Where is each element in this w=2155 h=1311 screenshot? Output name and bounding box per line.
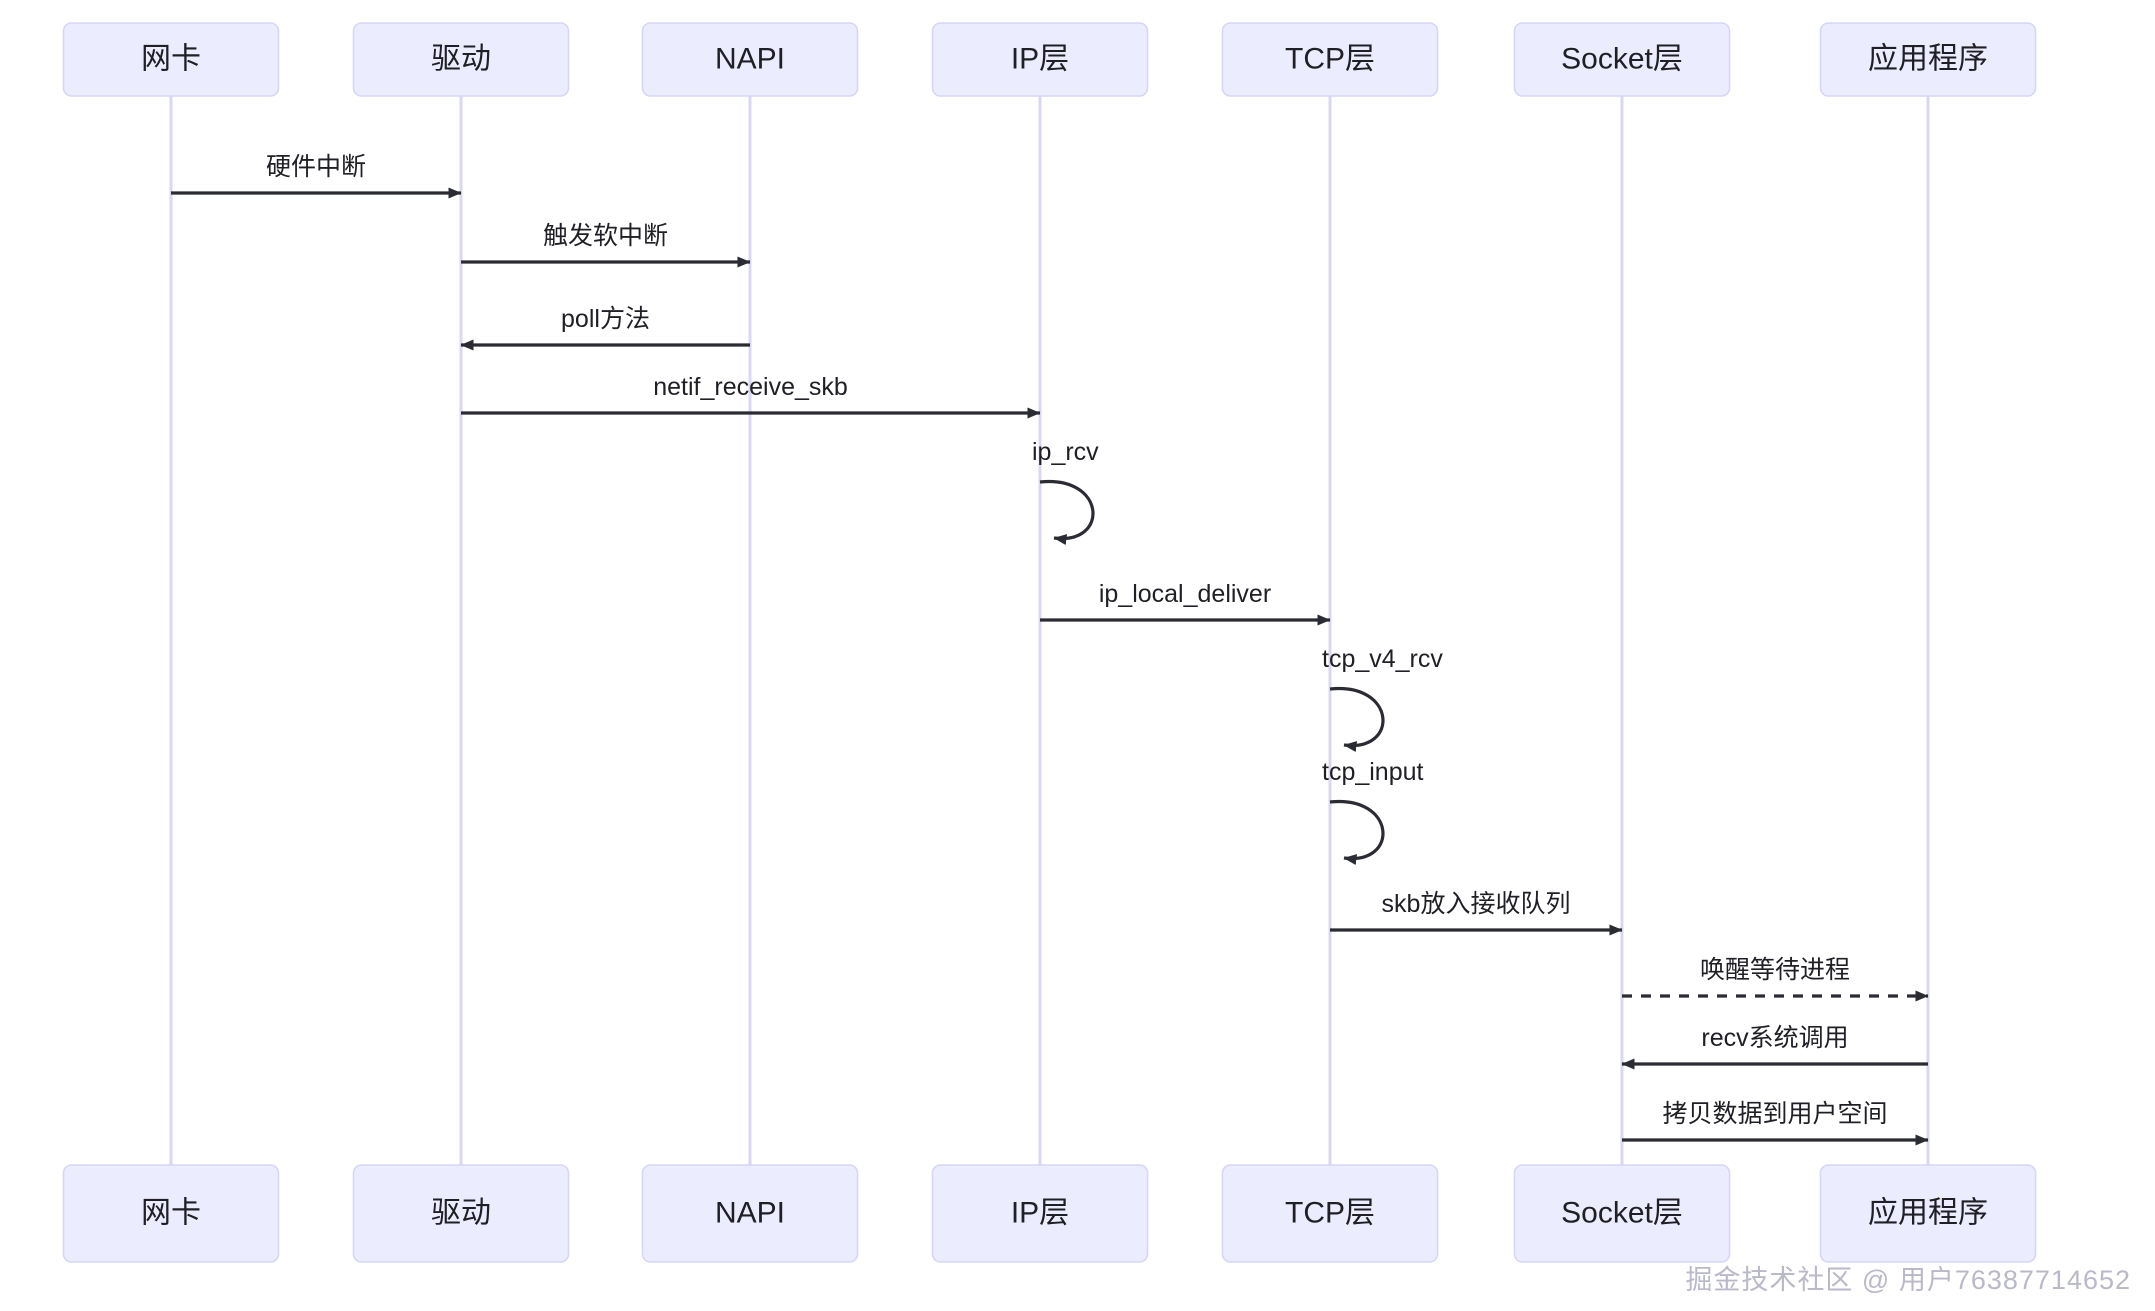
message-label: netif_receive_skb (653, 373, 848, 401)
actor-box-bottom-socket[interactable]: Socket层 (1513, 1164, 1731, 1263)
message-label: skb放入接收队列 (1382, 890, 1571, 918)
actor-label: NAPI (715, 1196, 785, 1229)
actor-box-bottom-tcp[interactable]: TCP层 (1221, 1164, 1439, 1263)
message-label: tcp_input (1322, 758, 1424, 786)
message-label: ip_local_deliver (1099, 580, 1271, 608)
message-label: tcp_v4_rcv (1322, 645, 1443, 673)
actor-box-bottom-app[interactable]: 应用程序 (1819, 1164, 2037, 1263)
actor-label: IP层 (1011, 1196, 1069, 1229)
actor-box-top-nic[interactable]: 网卡 (62, 22, 280, 97)
self-loop-arc (1039, 480, 1095, 545)
actor-box-bottom-driver[interactable]: 驱动 (352, 1164, 570, 1263)
message-label: 硬件中断 (266, 153, 366, 181)
self-loop-arc (1329, 687, 1385, 752)
message-label: 唤醒等待进程 (1700, 956, 1850, 984)
actor-label: 应用程序 (1868, 1196, 1988, 1229)
actor-box-top-ip[interactable]: IP层 (931, 22, 1149, 97)
message-label: ip_rcv (1032, 438, 1099, 466)
actor-box-top-app[interactable]: 应用程序 (1819, 22, 2037, 97)
actor-label: 驱动 (431, 42, 491, 75)
message-label: 触发软中断 (543, 222, 668, 250)
message-4[interactable]: netif_receive_skb (461, 373, 1041, 419)
actor-label: 网卡 (141, 1196, 201, 1229)
actor-box-rect (352, 22, 570, 97)
message-label: 拷贝数据到用户空间 (1662, 1100, 1887, 1128)
actor-box-rect (62, 22, 280, 97)
actor-box-rect (641, 22, 859, 97)
actor-label: NAPI (715, 42, 785, 75)
message-5[interactable]: ip_rcv (1032, 438, 1099, 545)
message-1[interactable]: 硬件中断 (171, 153, 462, 199)
message-2[interactable]: 触发软中断 (461, 222, 751, 268)
actor-box-rect (1513, 1164, 1731, 1263)
actor-label: 应用程序 (1868, 42, 1988, 75)
actor-box-rect (1221, 22, 1439, 97)
actor-label: Socket层 (1561, 42, 1683, 75)
actor-box-rect (1819, 1164, 2037, 1263)
message-6[interactable]: ip_local_deliver (1040, 580, 1331, 626)
message-12[interactable]: 拷贝数据到用户空间 (1622, 1100, 1929, 1146)
actor-box-top-driver[interactable]: 驱动 (352, 22, 570, 97)
lifelines-group (169, 96, 1930, 1165)
actor-box-top-socket[interactable]: Socket层 (1513, 22, 1731, 97)
message-label: poll方法 (561, 305, 650, 333)
actor-box-rect (1819, 22, 2037, 97)
actor-box-rect (1513, 22, 1731, 97)
actor-box-rect (931, 22, 1149, 97)
message-9[interactable]: skb放入接收队列 (1330, 890, 1623, 936)
message-11[interactable]: recv系统调用 (1621, 1024, 1928, 1070)
self-loop-arc (1329, 800, 1385, 865)
actor-box-bottom-nic[interactable]: 网卡 (62, 1164, 280, 1263)
actor-box-rect (931, 1164, 1149, 1263)
actor-box-rect (1221, 1164, 1439, 1263)
actor-box-top-tcp[interactable]: TCP层 (1221, 22, 1439, 97)
actor-boxes-bottom-group: 网卡 驱动 NAPI IP层 TCP层 Socket层 应用程序 (62, 1164, 2037, 1263)
actor-label: TCP层 (1285, 1196, 1375, 1229)
message-10[interactable]: 唤醒等待进程 (1622, 956, 1929, 1002)
actor-label: IP层 (1011, 42, 1069, 75)
actor-label: TCP层 (1285, 42, 1375, 75)
actor-label: 驱动 (431, 1196, 491, 1229)
message-7[interactable]: tcp_v4_rcv (1322, 645, 1443, 752)
actor-box-rect (62, 1164, 280, 1263)
actor-box-rect (352, 1164, 570, 1263)
actor-label: Socket层 (1561, 1196, 1683, 1229)
message-8[interactable]: tcp_input (1322, 758, 1424, 865)
actor-box-top-napi[interactable]: NAPI (641, 22, 859, 97)
actor-boxes-top-group: 网卡 驱动 NAPI IP层 TCP层 Socket层 应用程序 (62, 22, 2037, 97)
message-3[interactable]: poll方法 (460, 305, 750, 351)
message-label: recv系统调用 (1701, 1024, 1848, 1052)
actor-box-rect (641, 1164, 859, 1263)
actor-label: 网卡 (141, 42, 201, 75)
watermark-text: 掘金技术社区 @ 用户76387714652 (1685, 1265, 2131, 1295)
actor-box-bottom-napi[interactable]: NAPI (641, 1164, 859, 1263)
actor-box-bottom-ip[interactable]: IP层 (931, 1164, 1149, 1263)
